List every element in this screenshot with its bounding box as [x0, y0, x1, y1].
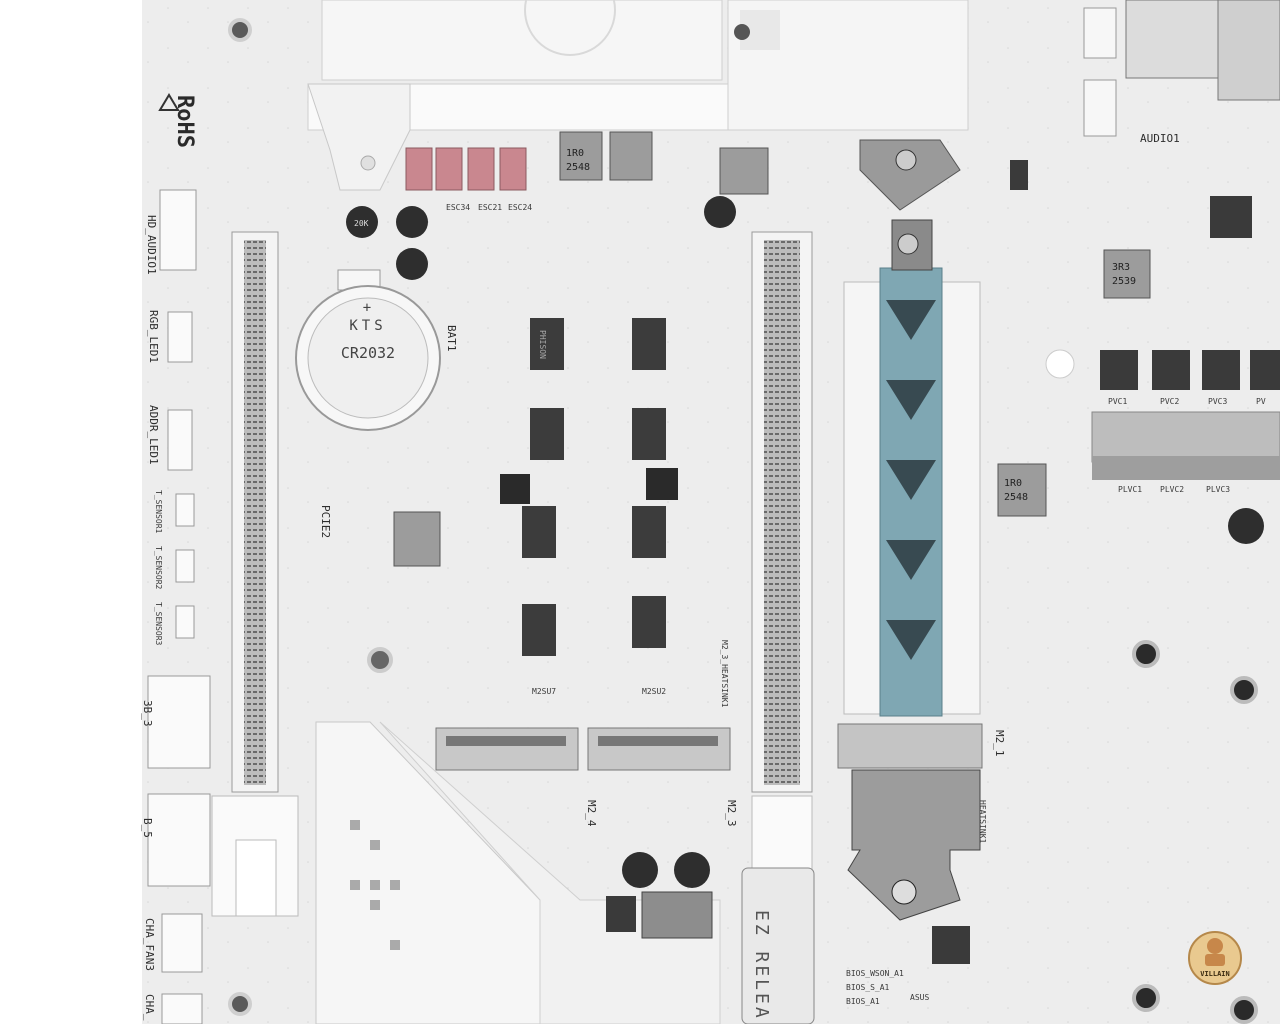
ez-release-label: EZ RELEA — [751, 910, 772, 1021]
m2-1-slot — [837, 139, 983, 921]
m2-heatsink-bottom — [228, 721, 721, 1025]
hd-audio-label: HD_AUDIO1 — [145, 215, 158, 275]
t-sensor3-label: T_SENSOR3 — [154, 602, 163, 646]
inductors — [393, 131, 1151, 567]
pcie-x16-slot — [751, 231, 813, 877]
inductor-label-f: 2539 — [1112, 276, 1136, 287]
plvc-label-2: PLVC2 — [1160, 485, 1184, 494]
inductor-label-e: 3R3 — [1112, 262, 1130, 273]
watermark-text: VILLAIN — [1200, 970, 1230, 978]
small-parts — [606, 160, 1028, 964]
battery-model: CR2032 — [341, 344, 395, 362]
mounting-hole — [228, 18, 252, 42]
plvc-label-3: PLVC3 — [1206, 485, 1230, 494]
t-sensor2-label: T_SENSOR2 — [154, 546, 163, 590]
warning-icon — [158, 93, 180, 111]
rohs-label: RoHS — [172, 95, 197, 148]
battery-brand: KTS — [349, 318, 386, 334]
esc-chokes — [405, 147, 527, 191]
pcie2-slot — [211, 231, 299, 917]
cha-fan-label: CHA_ — [143, 994, 156, 1021]
capacitors — [346, 196, 1264, 888]
phase-label-1: PVC1 — [1108, 397, 1127, 406]
left-headers — [147, 189, 211, 1025]
phase-label-2: PVC2 — [1160, 397, 1179, 406]
esc-label-2: ESC21 — [478, 203, 502, 212]
pcie2-label: PCIE2 — [319, 505, 332, 538]
m2su2-label: M2SU2 — [642, 687, 666, 696]
power-stages — [1091, 350, 1280, 480]
esc-label-3: ESC24 — [508, 203, 532, 212]
inductor-label-b: 2548 — [566, 162, 590, 173]
villain-watermark: VILLAIN — [1188, 931, 1242, 985]
inductor-label-d: 2548 — [1004, 492, 1028, 503]
phase-label-3: PVC3 — [1208, 397, 1227, 406]
m2-3-label: M2_3 — [725, 800, 738, 827]
cmos-battery: KTS CR2032 + — [295, 269, 441, 431]
heatsink1-label: HEATSINK1 — [978, 800, 987, 844]
inductor-label-c: 1R0 — [1004, 478, 1022, 489]
esc-label-1: ESC34 — [446, 203, 470, 212]
rgb-led-label: RGB_LED1 — [147, 310, 160, 363]
m2-4-label: M2_4 — [585, 800, 598, 827]
phison-chips — [500, 318, 678, 656]
standoffs — [367, 640, 1258, 1024]
cha-fan3-label: CHA_FAN3 — [143, 918, 156, 971]
bat1-label: BAT1 — [445, 325, 458, 352]
cap-label: 20K — [354, 219, 369, 228]
t-sensor1-label: T_SENSOR1 — [154, 490, 163, 534]
audio1-label: AUDIO1 — [1140, 132, 1180, 145]
inductor-label-a: 1R0 — [566, 148, 584, 159]
usb3-header-label: 3B_3 — [141, 700, 154, 727]
m2su7-label: M2SU7 — [532, 687, 556, 696]
svg-text:+: + — [363, 300, 371, 316]
chip-brand: PHISON — [538, 330, 547, 359]
pcb-board — [142, 0, 1280, 1024]
vrm-heatsink-top — [307, 0, 969, 191]
m2-sockets — [435, 727, 731, 771]
m2-1-label: M2_1 — [993, 730, 1006, 757]
background-left — [0, 0, 142, 1024]
asus-label: ASUS — [910, 993, 929, 1002]
bios-a-label: BIOS_A1 — [846, 997, 880, 1006]
usb5-header-label: B_5 — [141, 818, 154, 838]
phase-label-4: PV — [1256, 397, 1266, 406]
bios-s-label: BIOS_S_A1 — [846, 983, 890, 992]
top-right-connectors — [1045, 0, 1280, 379]
plvc-label-1: PLVC1 — [1118, 485, 1142, 494]
heatsink-label: M2_3_HEATSINK1 — [720, 640, 729, 708]
addr-led-label: ADDR_LED1 — [147, 405, 160, 465]
bios-wson-label: BIOS_WSON_A1 — [846, 969, 904, 978]
